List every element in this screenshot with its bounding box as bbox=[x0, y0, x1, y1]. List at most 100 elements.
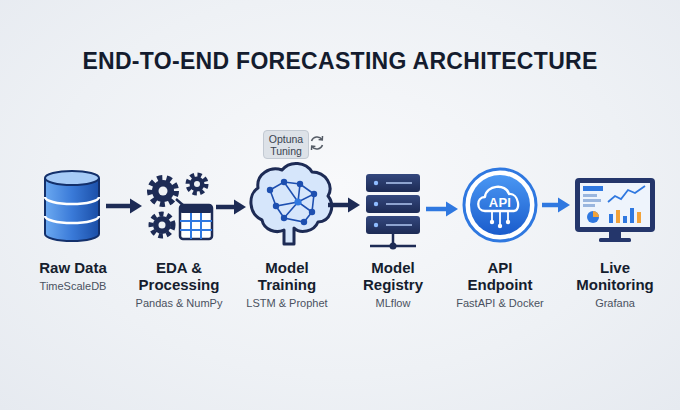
stage-caption: Live MonitoringGrafana bbox=[553, 259, 677, 310]
data-table bbox=[180, 205, 212, 239]
gear-hole bbox=[159, 222, 166, 229]
table-line bbox=[180, 220, 212, 222]
server-light bbox=[374, 202, 378, 206]
neuron bbox=[309, 209, 315, 215]
neuron bbox=[281, 179, 287, 185]
brain-outline bbox=[251, 163, 332, 244]
monitor-neck bbox=[609, 232, 621, 238]
neuron bbox=[281, 215, 287, 221]
monitor-frame bbox=[575, 178, 655, 232]
gear-teeth bbox=[151, 214, 173, 236]
arrow-shaft bbox=[542, 203, 559, 208]
server-slot bbox=[386, 203, 412, 205]
neuron bbox=[301, 219, 307, 225]
dash-pie-slice bbox=[593, 211, 599, 217]
dash-column bbox=[609, 214, 613, 223]
server-unit bbox=[366, 216, 420, 234]
stage-caption: Model RegistryMLflow bbox=[331, 259, 455, 310]
table-line bbox=[190, 213, 192, 239]
monitor-screen bbox=[580, 183, 650, 227]
dash-column bbox=[630, 208, 634, 223]
arrow-head bbox=[130, 199, 142, 214]
gear-body bbox=[152, 180, 174, 202]
tuning-label: Optuna Tuning bbox=[264, 133, 308, 157]
database-side bbox=[44, 178, 46, 234]
neuron bbox=[273, 203, 279, 209]
monitor-icon bbox=[575, 178, 655, 242]
arrow-shaft bbox=[106, 204, 131, 209]
diagram-title: END-TO-END FORECASTING ARCHITECTURE bbox=[0, 47, 680, 75]
dash-line-chart bbox=[608, 186, 645, 202]
arrow-shaft bbox=[216, 205, 235, 210]
server-unit bbox=[366, 195, 420, 213]
server-slot bbox=[386, 182, 412, 184]
table-line bbox=[200, 213, 202, 239]
training-stage: Model TrainingLSTM & Prophet bbox=[250, 164, 324, 246]
icon-label-box: API bbox=[462, 196, 538, 210]
stage-name: Raw Data bbox=[30, 259, 116, 276]
refresh-head bbox=[319, 136, 323, 140]
neural-links bbox=[270, 182, 314, 222]
stage-name: API Endpoint bbox=[457, 259, 543, 293]
flow-arrow bbox=[328, 198, 360, 213]
database-icon bbox=[45, 171, 99, 241]
server-slot bbox=[386, 224, 412, 226]
arrow-head bbox=[558, 198, 570, 213]
tech-stack: TimeScaleDB bbox=[11, 280, 135, 293]
dash-bar bbox=[583, 194, 597, 197]
gear-hole bbox=[159, 187, 168, 196]
flow-arrow bbox=[106, 199, 142, 214]
tech-stack: LSTM & Prophet bbox=[225, 297, 349, 310]
flow-arrow bbox=[216, 200, 246, 215]
stage-caption: Model TrainingLSTM & Prophet bbox=[225, 259, 349, 310]
tech-stack: FastAPI & Docker bbox=[438, 297, 562, 310]
tuning-chip: Optuna Tuning bbox=[263, 130, 309, 159]
arrow-shaft bbox=[328, 203, 349, 208]
arrow-shaft bbox=[426, 207, 447, 212]
circuit-dot bbox=[506, 220, 510, 224]
arrow-head bbox=[348, 198, 360, 213]
dash-pie bbox=[587, 211, 599, 223]
server-unit bbox=[366, 174, 420, 192]
dash-column bbox=[616, 210, 620, 223]
brain-icon bbox=[251, 163, 332, 244]
table-header bbox=[180, 205, 212, 213]
circuit-dot bbox=[490, 220, 494, 224]
dash-bar bbox=[583, 186, 603, 191]
stage-name: EDA & Processing bbox=[136, 259, 222, 293]
stage-name: Model Registry bbox=[350, 259, 436, 293]
gear-teeth bbox=[188, 175, 206, 193]
gear-body bbox=[153, 216, 171, 234]
server-light bbox=[374, 181, 378, 185]
server-node bbox=[390, 243, 397, 250]
database-top bbox=[45, 171, 99, 185]
dash-column bbox=[623, 216, 627, 223]
gears-icon bbox=[150, 175, 212, 239]
monitoring-stage: Live MonitoringGrafana bbox=[574, 177, 656, 241]
stage-caption: EDA & ProcessingPandas & NumPy bbox=[117, 259, 241, 310]
tech-stack: Pandas & NumPy bbox=[117, 297, 241, 310]
neuron bbox=[311, 191, 317, 197]
registry-stage: Model RegistryMLflow bbox=[364, 172, 422, 246]
gear-teeth bbox=[150, 178, 176, 204]
neuron bbox=[267, 187, 273, 193]
gear-body bbox=[190, 177, 205, 192]
server-icon bbox=[366, 174, 420, 250]
processing-stage: EDA & ProcessingPandas & NumPy bbox=[146, 174, 212, 240]
database-body bbox=[45, 178, 99, 234]
dash-column bbox=[637, 212, 641, 223]
database-ring bbox=[45, 197, 99, 204]
server-light bbox=[374, 223, 378, 227]
arrow-head bbox=[234, 200, 246, 215]
flow-arrow bbox=[426, 202, 458, 217]
database-stage: Raw DataTimeScaleDB bbox=[44, 172, 102, 240]
flow-arrow bbox=[542, 198, 570, 213]
dash-bar bbox=[583, 199, 601, 202]
stage-name: Live Monitoring bbox=[572, 259, 658, 293]
circuit-lines bbox=[492, 211, 508, 224]
stage-caption: Raw DataTimeScaleDB bbox=[11, 259, 135, 293]
tech-stack: Grafana bbox=[553, 297, 677, 310]
api-stage: APIAPI EndpointFastAPI & Docker bbox=[462, 167, 538, 243]
table-line bbox=[180, 229, 212, 231]
